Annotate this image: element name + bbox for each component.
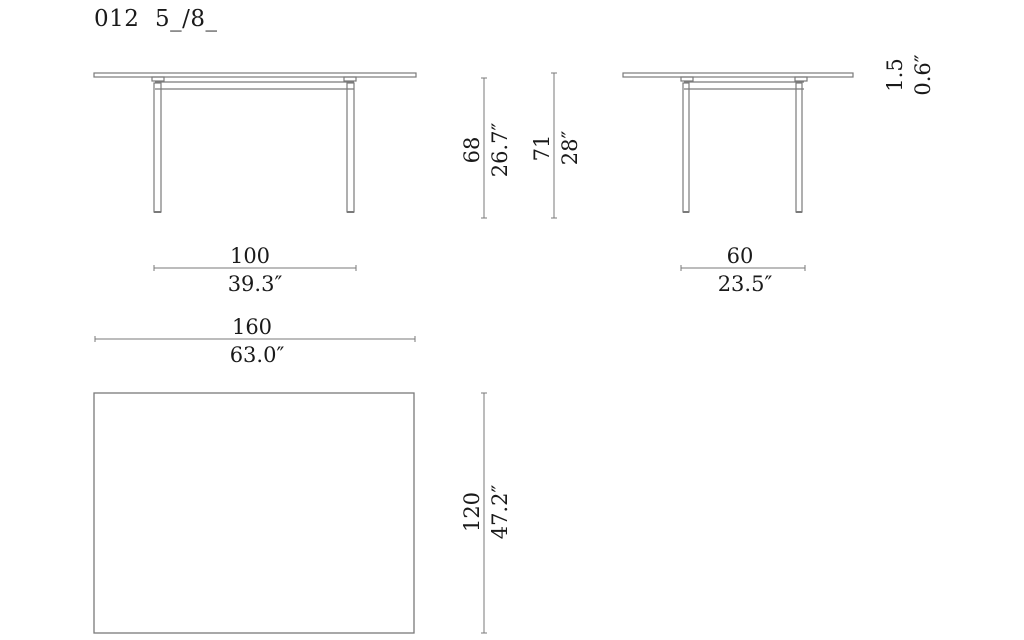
overall-height-in-label: 28″	[558, 131, 582, 166]
top-thickness-in-label: 0.6″	[911, 54, 935, 95]
top-depth-in-label: 47.2″	[488, 485, 512, 540]
side-view-bracket-left	[680, 76, 694, 82]
top-view-tabletop	[93, 392, 415, 634]
front-height-cm-label: 68	[460, 137, 484, 164]
front-height-in-label: 26.7″	[488, 123, 512, 178]
front-width-dimension	[153, 265, 357, 271]
front-view-leg-left	[153, 82, 162, 213]
top-thickness-cm-label: 1.5	[883, 58, 907, 91]
top-length-dimension	[94, 336, 416, 342]
side-width-in-label: 23.5″	[718, 272, 773, 296]
front-view	[93, 72, 417, 213]
top-depth-cm-label: 120	[460, 492, 484, 532]
side-view-leg-left	[682, 82, 690, 213]
side-view-bracket-right	[794, 76, 808, 82]
side-view-leg-right	[795, 82, 803, 213]
front-view-tabletop	[93, 72, 417, 78]
front-view-leg-right	[346, 82, 355, 213]
drawing-title: 012 5_/8_	[94, 6, 218, 32]
side-view-tabletop	[622, 72, 854, 78]
front-view-bracket-right	[343, 76, 357, 82]
front-width-cm-label: 100	[230, 244, 270, 268]
overall-height-dimension	[551, 72, 557, 219]
side-width-dimension	[680, 265, 806, 271]
side-view	[622, 72, 854, 213]
top-depth-dimension	[481, 392, 487, 634]
overall-height-cm-label: 71	[530, 135, 554, 162]
top-length-cm-label: 160	[232, 315, 272, 339]
top-length-in-label: 63.0″	[230, 343, 285, 367]
side-width-cm-label: 60	[727, 244, 754, 268]
front-view-bracket-left	[151, 76, 165, 82]
front-width-in-label: 39.3″	[228, 272, 283, 296]
front-height-dimension	[481, 77, 487, 219]
